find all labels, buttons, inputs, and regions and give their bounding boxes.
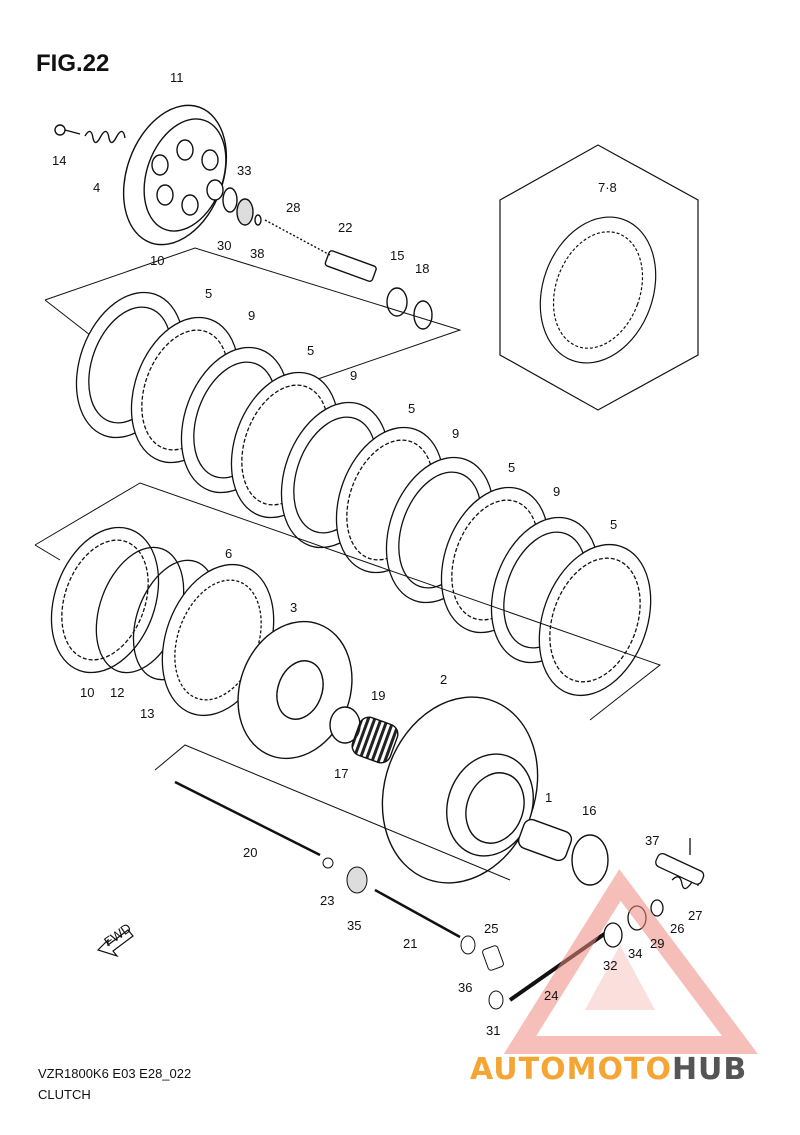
callout: 10	[80, 685, 94, 700]
section-name: CLUTCH	[38, 1087, 91, 1102]
callout: 25	[484, 921, 498, 936]
callout: 14	[52, 153, 66, 168]
callout: 19	[371, 688, 385, 703]
callout: 11	[170, 70, 184, 85]
figure-title: FIG.22	[36, 50, 110, 77]
callout: 36	[458, 980, 472, 995]
callout: 18	[415, 261, 429, 276]
spring-and-seat-group	[50, 526, 275, 717]
callout: 3	[290, 600, 297, 615]
callout: 16	[582, 803, 596, 818]
callout: 9	[553, 484, 560, 499]
callout: 1	[545, 790, 552, 805]
callout: 15	[390, 248, 404, 263]
callout: 22	[338, 220, 352, 235]
callout: 7·8	[598, 180, 617, 195]
plate-group-frame-lower	[34, 482, 662, 721]
callout-labels: 11 14 4 33 30 38 28 22 15 18 7·8 10 5 9 …	[52, 70, 702, 1038]
callout: 5	[205, 286, 212, 301]
clutch-plate-stack-upper	[75, 291, 652, 697]
watermark-brand-part2: HUB	[671, 1052, 748, 1087]
callout: 2	[440, 672, 447, 687]
callout: 12	[110, 685, 124, 700]
callout: 33	[237, 163, 251, 178]
callout: 24	[544, 988, 558, 1003]
callout: 29	[650, 936, 664, 951]
callout: 5	[508, 460, 515, 475]
plate-group-frame-upper	[44, 247, 462, 381]
callout: 13	[140, 706, 154, 721]
callout: 28	[286, 200, 300, 215]
callout: 31	[486, 1023, 500, 1038]
watermark-logo: AUTOMOTOHUB	[470, 1052, 747, 1087]
clutch-hub	[237, 620, 399, 764]
callout: 27	[688, 908, 702, 923]
callout: 37	[645, 833, 659, 848]
callout: 26	[670, 921, 684, 936]
fwd-arrow-icon: FWD	[96, 920, 134, 958]
callout: 21	[403, 936, 417, 951]
callout: 30	[217, 238, 231, 253]
inset-box-plate-7-8	[499, 144, 699, 411]
callout: 10	[150, 253, 164, 268]
callout: 23	[320, 893, 334, 908]
pressure-plate-group	[54, 104, 433, 330]
callout: 9	[452, 426, 459, 441]
callout: 20	[243, 845, 257, 860]
pushrod-frame	[154, 744, 511, 1010]
callout: 9	[350, 368, 357, 383]
watermark-brand-part1: AUTOMOTO	[470, 1052, 672, 1087]
callout: 35	[347, 918, 361, 933]
callout: 6	[225, 546, 232, 561]
callout: 38	[250, 246, 264, 261]
callout: 4	[93, 180, 100, 195]
callout: 9	[248, 308, 255, 323]
callout: 5	[307, 343, 314, 358]
watermark-triangle	[503, 869, 758, 1054]
callout: 34	[628, 946, 642, 961]
callout: 5	[610, 517, 617, 532]
model-code: VZR1800K6 E03 E28_022	[38, 1066, 192, 1081]
callout: 32	[603, 958, 617, 973]
clutch-housing	[381, 696, 609, 886]
callout: 17	[334, 766, 348, 781]
callout: 5	[408, 401, 415, 416]
